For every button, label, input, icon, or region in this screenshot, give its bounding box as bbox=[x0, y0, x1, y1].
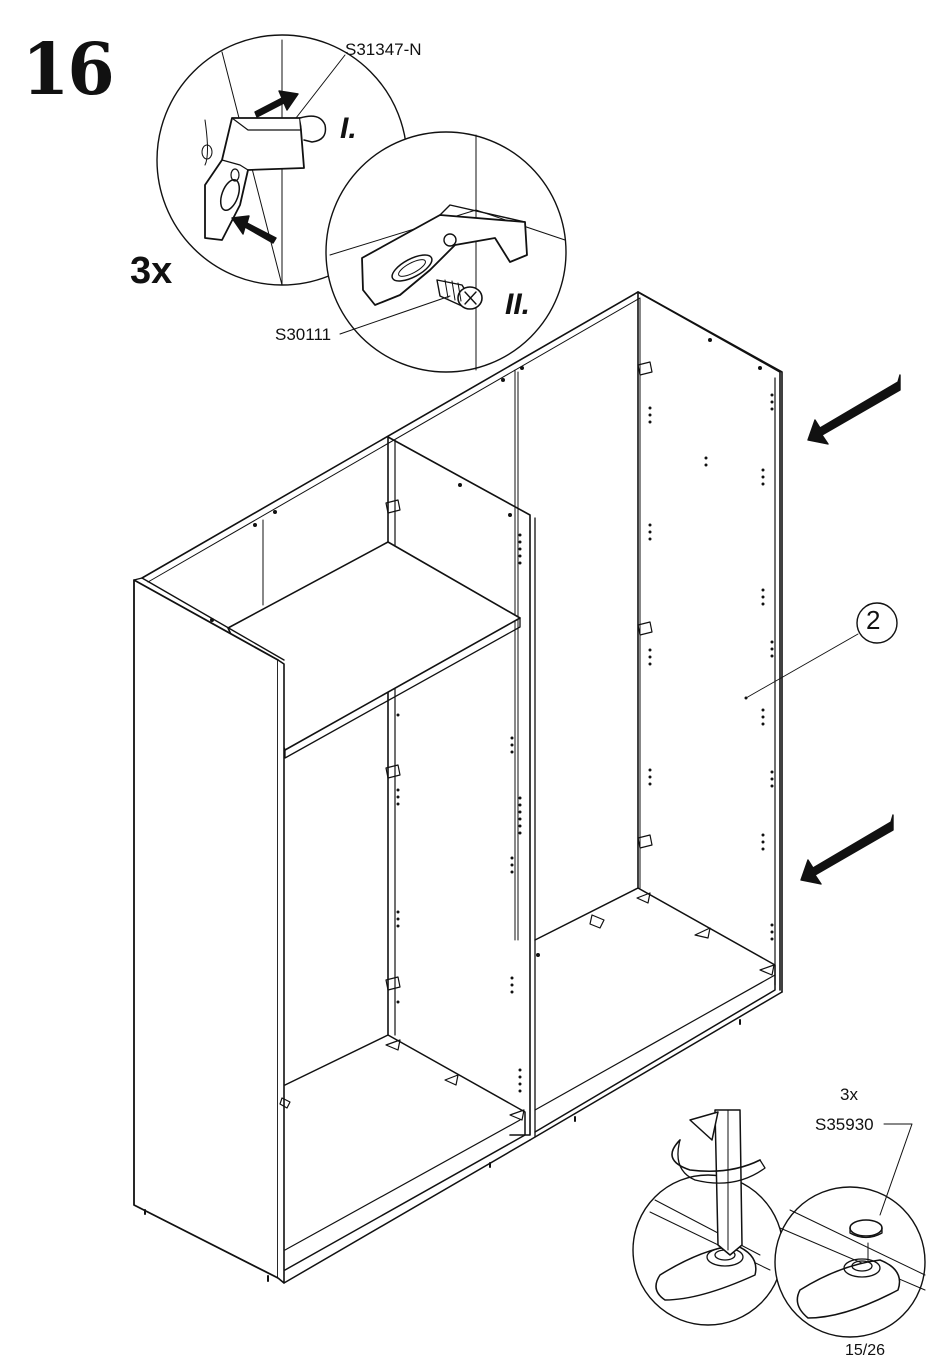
foot-quantity-label: 3x bbox=[840, 1085, 858, 1105]
quantity-label: 3x bbox=[130, 250, 172, 293]
detail-circle-foot-cap bbox=[775, 1124, 925, 1337]
wardrobe-assembly bbox=[134, 292, 897, 1283]
step-number: 16 bbox=[22, 28, 113, 112]
push-arrow-upper bbox=[808, 375, 900, 444]
step-one-label: I. bbox=[340, 112, 357, 146]
part-code-foot: S35930 bbox=[815, 1115, 874, 1135]
push-arrow-lower bbox=[801, 815, 893, 884]
part-code-connector: S31347-N bbox=[345, 40, 422, 60]
detail-circle-screw bbox=[326, 132, 566, 372]
page-number: 15/26 bbox=[845, 1342, 885, 1360]
step-two-label: II. bbox=[505, 288, 530, 322]
detail-circle-foot-adjust bbox=[633, 1110, 783, 1325]
part-number-label: 2 bbox=[866, 605, 880, 636]
part-code-screw: S30111 bbox=[275, 325, 331, 345]
